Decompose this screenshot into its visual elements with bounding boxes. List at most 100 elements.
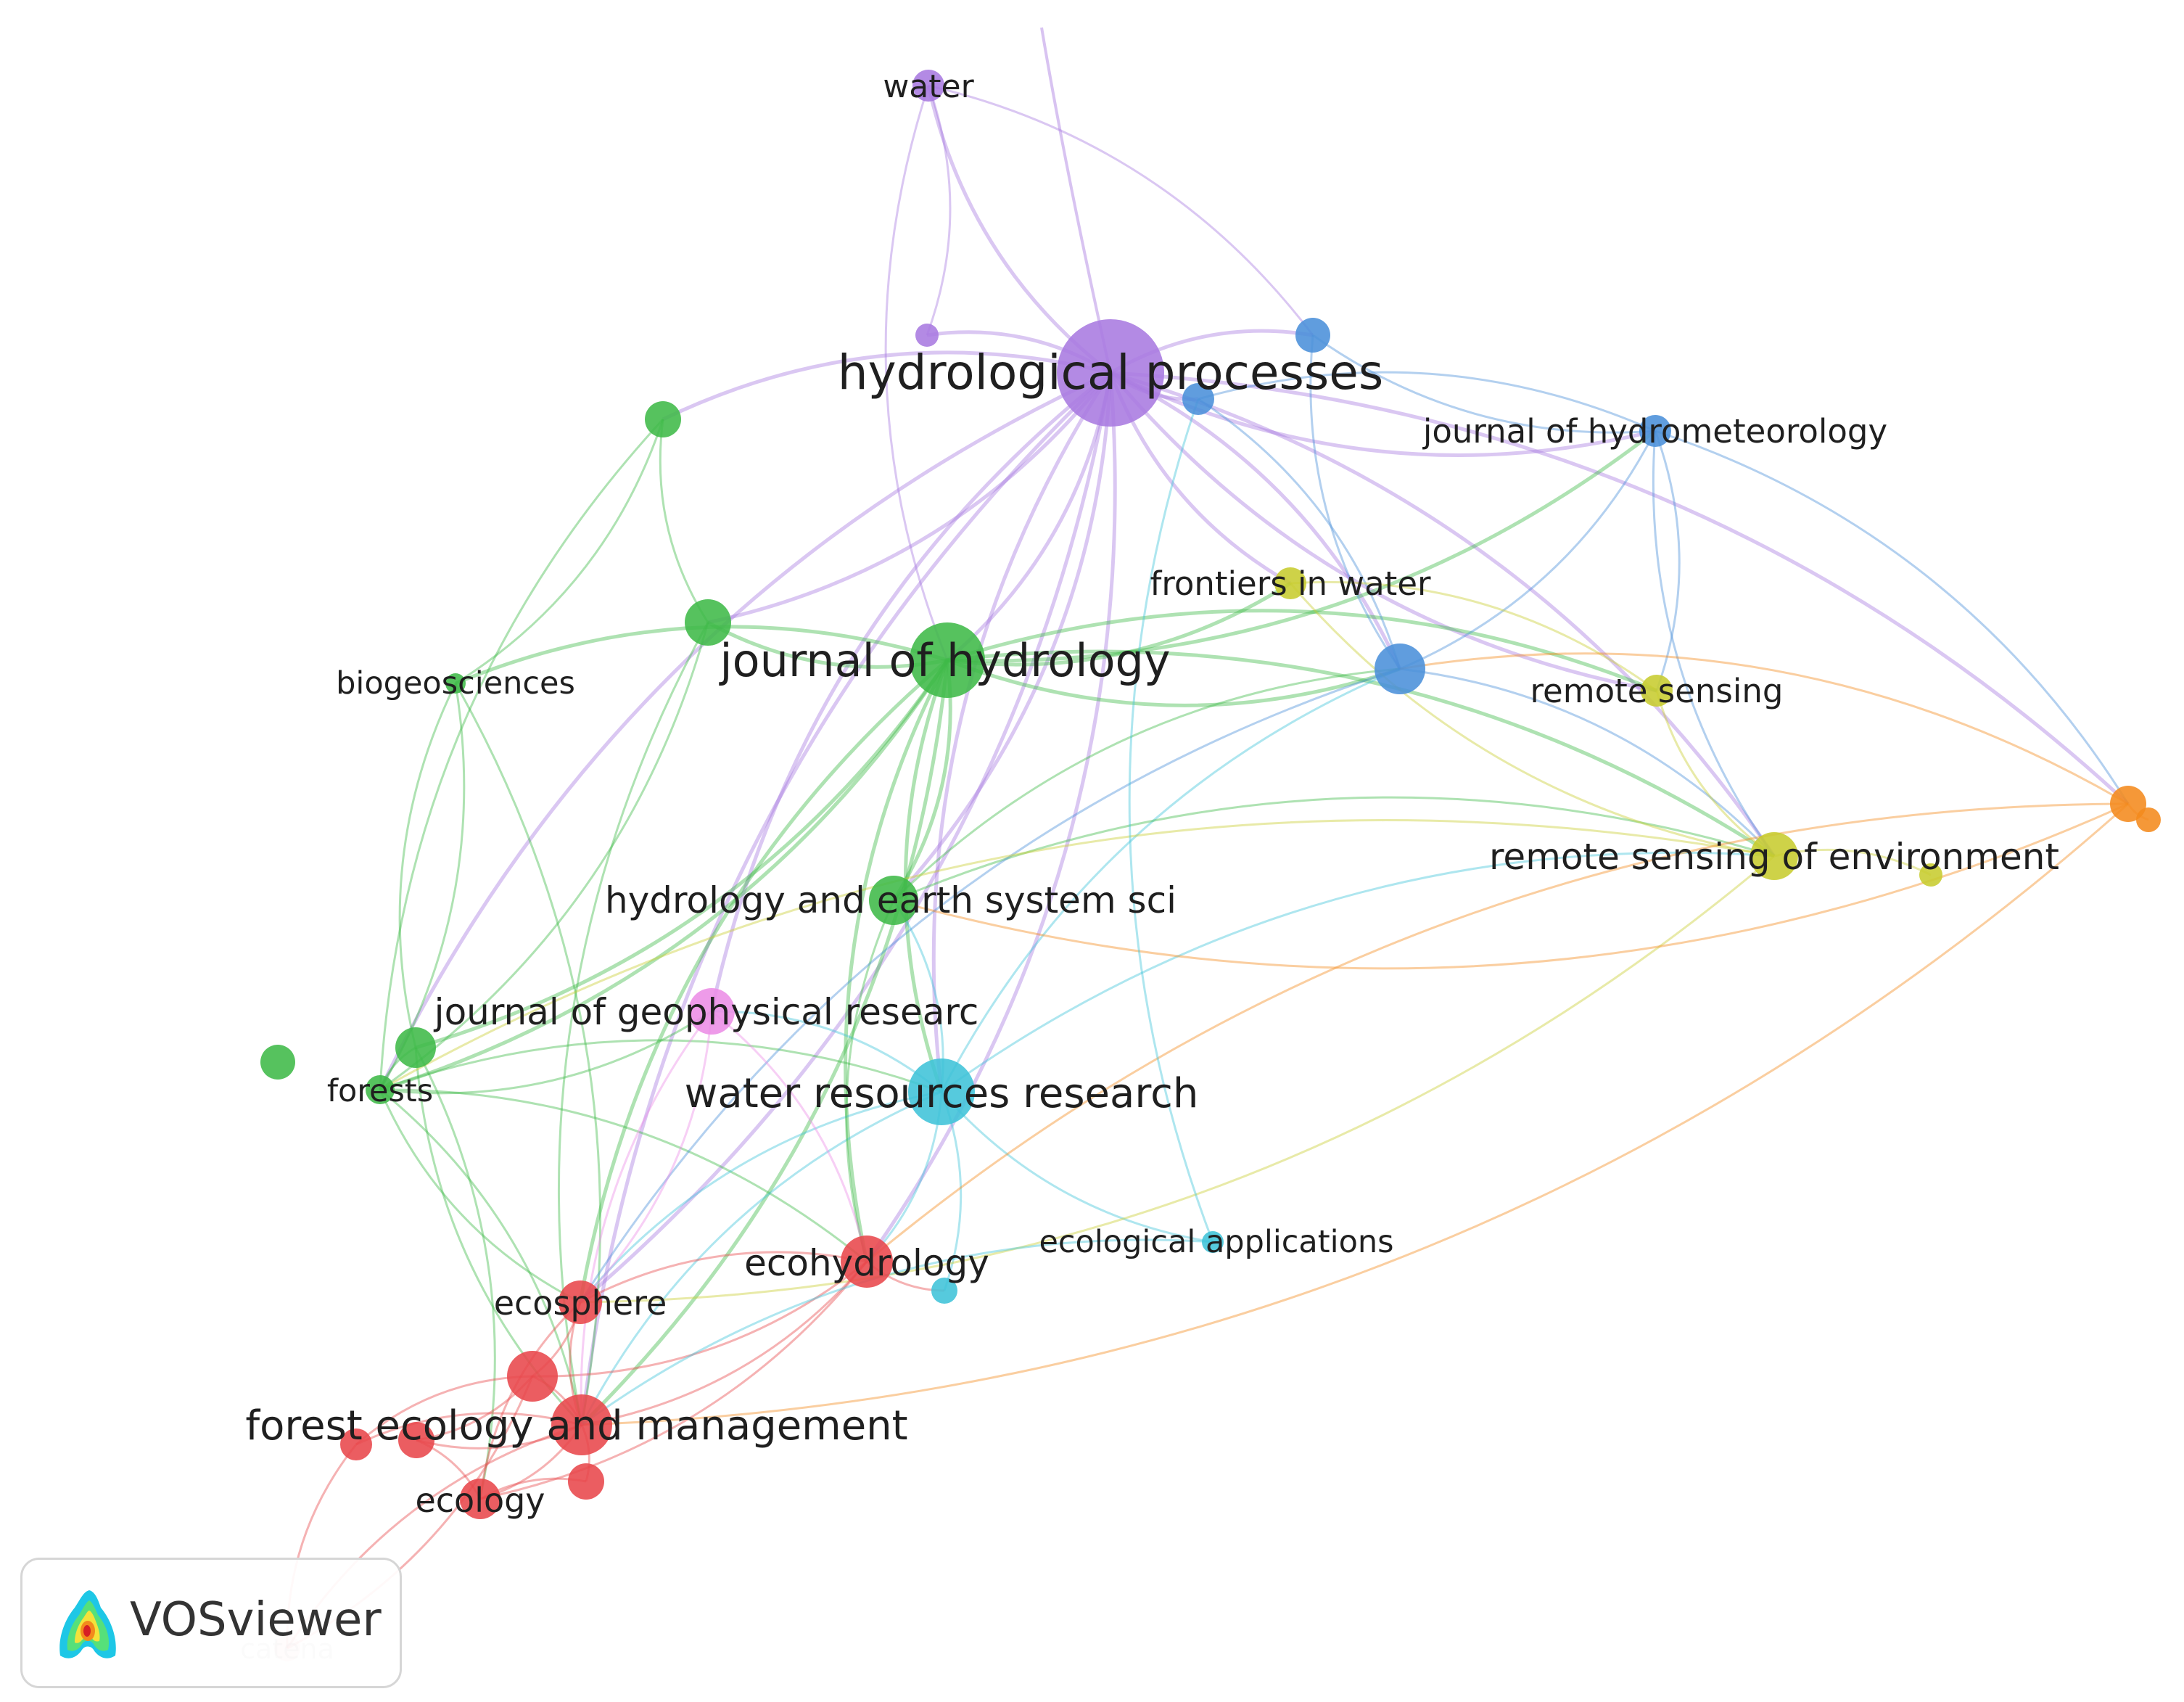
node-frontiers-in-water[interactable]: [1274, 567, 1306, 599]
link-hydrological-processes-remote-sensing: [1109, 371, 1657, 693]
node-ecology[interactable]: [460, 1479, 500, 1519]
link-ecological-applications-blue-b: [1128, 398, 1214, 1243]
label-water: water: [883, 68, 974, 105]
link-water-purple-small: [926, 85, 952, 336]
link-remote-sensing-remote-sensing-of-environment: [1655, 690, 1775, 858]
link-orange-a-forest-ecology-and-management: [581, 802, 2129, 1426]
link-hydrological-processes-ecohydrology: [865, 372, 1117, 1263]
node-biogeosciences[interactable]: [445, 673, 466, 694]
node-green-d[interactable]: [260, 1045, 295, 1080]
node-cyan-small[interactable]: [931, 1278, 957, 1304]
node-blue-c[interactable]: [1375, 644, 1425, 694]
node-red-b[interactable]: [398, 1422, 434, 1458]
node-journal-of-geophysical-researc[interactable]: [688, 988, 735, 1035]
node-green-b[interactable]: [685, 599, 731, 646]
link-journal-of-geophysical-researc-ecosphere: [579, 1011, 713, 1304]
node-red-d[interactable]: [568, 1463, 604, 1500]
link-journal-of-hydrology-journal-of-hydrometeorology: [947, 429, 1657, 663]
link-journal-of-hydrology-ecosphere: [578, 659, 949, 1303]
link-journal-of-hydrometeorology-orange-a: [1655, 429, 2130, 805]
link-green-c-ecology: [414, 1047, 496, 1500]
link-ecohydrology-ecosphere: [580, 1251, 868, 1304]
link-blue-c-remote-sensing-of-environment: [1399, 667, 1776, 858]
node-yellow-small[interactable]: [1919, 863, 1942, 887]
link-hydrological-processes-hydrology-and-earth-system-sci: [892, 372, 1113, 902]
link-journal-of-hydrology-forest-ecology-and-management: [580, 659, 949, 1426]
link-blue-c-ecosphere: [579, 667, 1401, 1303]
link-blue-c-blue-b: [1198, 398, 1401, 670]
node-forest-ecology-and-management[interactable]: [551, 1394, 612, 1455]
label-forest-ecology-and-management: forest ecology and management: [245, 1402, 907, 1450]
label-water-resources-research: water resources research: [685, 1070, 1199, 1117]
label-journal-of-geophysical-researc: journal of geophysical researc: [434, 991, 979, 1033]
node-journal-of-hydrometeorology[interactable]: [1639, 415, 1671, 447]
label-forests: forests: [327, 1073, 433, 1109]
node-red-a[interactable]: [507, 1351, 558, 1402]
link-journal-of-hydrology-frontiers-in-water: [947, 581, 1292, 667]
label-ecosphere: ecosphere: [494, 1283, 667, 1323]
label-ecological-applications: ecological applications: [1039, 1224, 1393, 1260]
node-orange-b[interactable]: [2136, 807, 2161, 832]
link-hydrology-and-earth-system-sci-ecohydrology: [845, 900, 895, 1262]
link-journal-of-hydrology-remote-sensing-of-environment: [947, 649, 1776, 858]
node-orange-a[interactable]: [2110, 786, 2146, 822]
link-ecohydrology-ecology: [479, 1261, 868, 1500]
link-green-a-green-b: [659, 419, 709, 623]
link-journal-of-hydrometeorology-blue-b: [1198, 371, 1656, 432]
link-journal-of-hydrology-remote-sensing: [947, 609, 1657, 693]
link-hydrology-and-earth-system-sci-blue-c: [892, 667, 1401, 902]
node-hydrology-and-earth-system-sci[interactable]: [869, 876, 918, 925]
label-remote-sensing-of-environment: remote sensing of environment: [1489, 836, 2059, 878]
link-hydrological-processes-forests: [378, 371, 1112, 1091]
link-water-resources-research-blue-c: [940, 667, 1401, 1093]
node-forests[interactable]: [366, 1075, 395, 1104]
link-journal-of-hydrology-ecohydrology: [844, 659, 949, 1262]
node-red-c[interactable]: [340, 1428, 372, 1460]
link-water-resources-research-journal-of-geophysical-researc: [711, 1010, 942, 1093]
vosviewer-logo-icon: [59, 1590, 116, 1658]
link-remote-sensing-of-environment-ecosphere: [580, 855, 1775, 1304]
link-hydrological-processes-forest-ecology-and-management: [580, 371, 1112, 1426]
link-frontiers-in-water-remote-sensing: [1290, 580, 1657, 692]
link-blue-c-journal-of-hydrometeorology: [1399, 430, 1657, 670]
node-water[interactable]: [912, 70, 944, 102]
link-forests-ecohydrology: [379, 1088, 868, 1263]
node-ecological-applications[interactable]: [1202, 1231, 1224, 1253]
node-purple-small[interactable]: [915, 324, 939, 347]
link-hydrological-processes-blue-c: [1109, 371, 1402, 670]
link-forests-water-resources-research: [379, 1039, 942, 1093]
link-hydrological-processes-orange-a: [1110, 371, 2130, 805]
node-green-c[interactable]: [395, 1027, 436, 1068]
label-journal-of-hydrology: journal of hydrology: [718, 634, 1170, 687]
node-journal-of-hydrology[interactable]: [910, 622, 985, 698]
vosviewer-logo-text: VOSviewer: [130, 1593, 382, 1647]
link-forests-forest-ecology-and-management: [379, 1088, 583, 1426]
vosviewer-logo-badge: VOSviewer: [20, 1558, 402, 1688]
link-ecohydrology-forest-ecology-and-management: [581, 1261, 868, 1426]
node-hydrological-processes[interactable]: [1057, 319, 1164, 427]
node-blue-b[interactable]: [1182, 383, 1214, 415]
link-orange-a-ecohydrology: [866, 802, 2129, 1263]
link-biogeosciences-green-c: [398, 683, 457, 1048]
link-hydrological-processes-water-resources-research: [931, 371, 1113, 1093]
link-journal-of-hydrometeorology-blue-a: [1312, 334, 1656, 434]
link-green-a-biogeosciences: [455, 419, 664, 685]
node-ecosphere[interactable]: [559, 1280, 602, 1324]
node-water-resources-research[interactable]: [908, 1058, 975, 1125]
node-green-a[interactable]: [645, 401, 681, 437]
link-journal-of-hydrology-forests: [379, 659, 949, 1092]
link-journal-of-hydrometeorology-remote-sensing: [1654, 430, 1681, 691]
link-water-resources-research-forest-ecology-and-management: [580, 1090, 942, 1426]
label-hydrology-and-earth-system-sci: hydrology and earth system sci: [605, 879, 1177, 921]
node-blue-a[interactable]: [1295, 318, 1330, 353]
link-water-resources-research-remote-sensing-of-environment: [941, 851, 1775, 1093]
link-orange-a-blue-c: [1399, 652, 2129, 805]
node-remote-sensing[interactable]: [1641, 675, 1673, 707]
link-hydrological-processes-remote-sensing-of-environment: [1110, 371, 1776, 858]
link-orange-a-hydrology-and-earth-system-sci: [893, 802, 2129, 970]
node-remote-sensing-of-environment[interactable]: [1750, 832, 1798, 880]
link-green-b-forests: [379, 622, 709, 1091]
link-hydrology-and-earth-system-sci-remote-sensing-of-environment: [893, 796, 1775, 902]
node-ecohydrology[interactable]: [841, 1236, 893, 1288]
